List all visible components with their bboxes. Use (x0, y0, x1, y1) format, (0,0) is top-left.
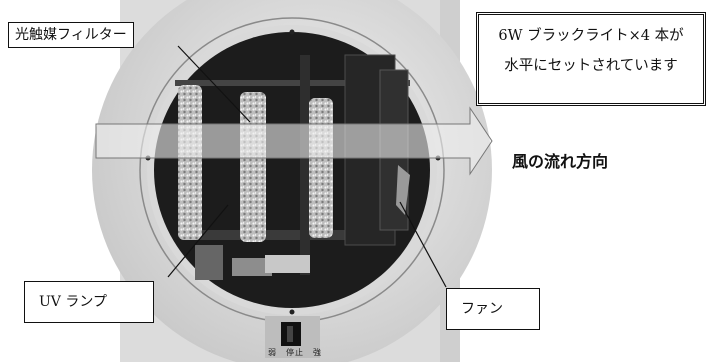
fan-blade (396, 165, 410, 215)
blacklight-note: 6W ブラックライト×4 本が 水平にセットされています (476, 12, 706, 106)
wind-flow-arrow (95, 106, 493, 176)
uv-lamp-leader-line (167, 204, 229, 278)
fan-label: ファン (446, 288, 540, 330)
switch-labels: 弱 停止 強 (268, 348, 322, 357)
fan-leader-line (399, 201, 447, 288)
filter-leader-line (177, 45, 251, 123)
wind-direction-label: 風の流れ方向 (512, 152, 609, 171)
uv-lamp-label: UV ランプ (24, 281, 154, 323)
photocatalyst-filter-label: 光触媒フィルター (8, 22, 134, 48)
blacklight-note-line2: 水平にセットされています (504, 58, 678, 74)
blacklight-note-line1: 6W ブラックライト×4 本が (498, 28, 684, 44)
photocatalyst-filter-columns (178, 85, 333, 242)
